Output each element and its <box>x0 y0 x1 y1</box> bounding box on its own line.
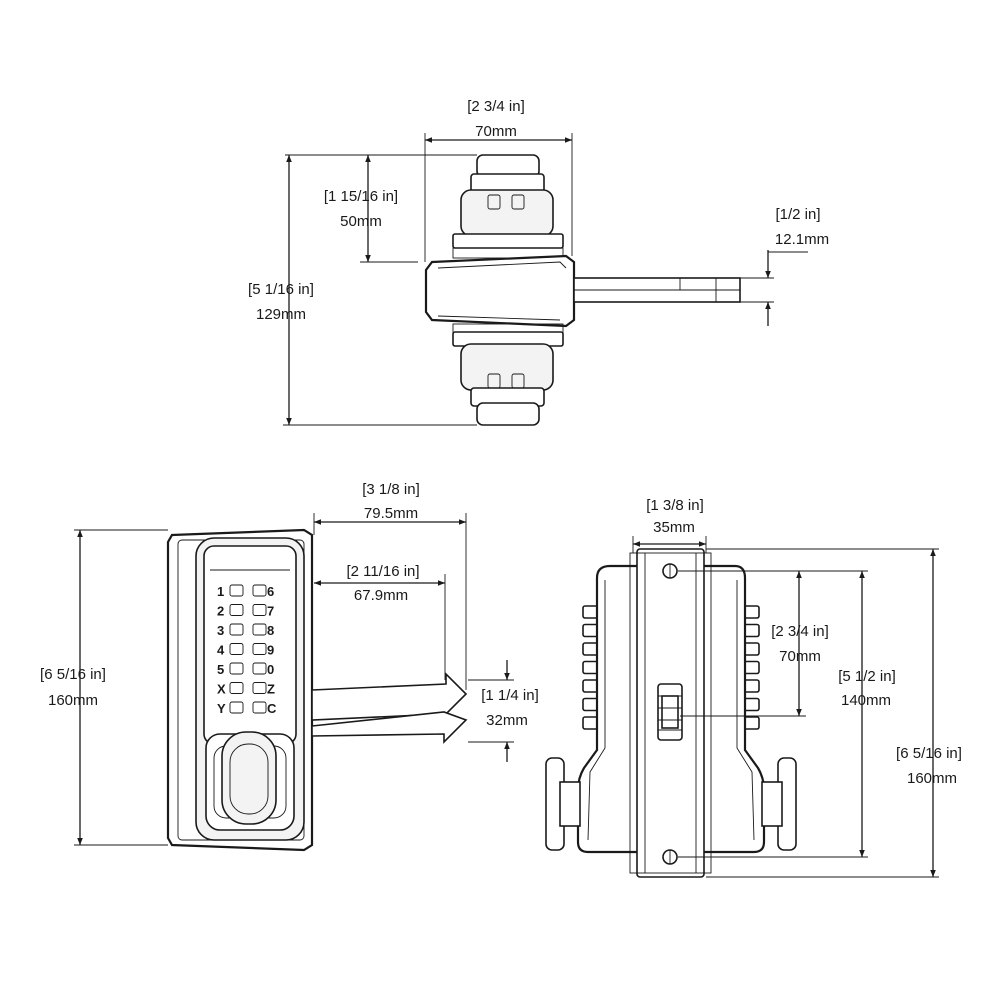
keypad-key-label: 6 <box>267 584 274 599</box>
keypad-key-label: 7 <box>267 604 274 619</box>
side-left-spindle <box>559 781 581 827</box>
side-buttons-right <box>742 605 760 730</box>
keypad-key-button[interactable] <box>229 643 244 655</box>
front-view: 1 2 3 4 5XY 6 7 8 9 0ZC [6 5/16 in] 160mm [3 1/8… <box>40 481 539 852</box>
keypad-key-label: 2 <box>217 604 224 619</box>
keypad-key-button[interactable] <box>252 662 267 675</box>
front-reach-metric: 67.9mm <box>354 587 408 604</box>
keypad-key-button[interactable] <box>252 604 267 616</box>
front-projection-imperial: [3 1/8 in] <box>362 481 420 498</box>
keypad-key-label: 0 <box>267 662 274 677</box>
top-offset-imperial: [1 15/16 in] <box>324 188 398 205</box>
keypad-key-button[interactable] <box>229 623 244 636</box>
front-height-imperial: [6 5/16 in] <box>40 666 106 683</box>
keypad-key-label: 5 <box>217 662 224 677</box>
keypad-key-label: 8 <box>267 623 274 638</box>
front-handle-lower <box>311 711 468 744</box>
bottom-knob-cap <box>476 402 540 426</box>
front-handle-imperial: [1 1/4 in] <box>481 687 539 704</box>
top-chassis <box>424 254 576 328</box>
lower-screw <box>662 849 678 865</box>
side-height-imperial: [6 5/16 in] <box>896 745 962 762</box>
top-bolt-metric: 12.1mm <box>775 231 829 248</box>
keypad-key-label: 3 <box>217 623 224 638</box>
front-height-metric: 160mm <box>48 692 98 709</box>
top-rose <box>452 233 564 249</box>
keypad-key-button[interactable] <box>229 604 244 616</box>
keypad-key-label: 9 <box>267 643 274 658</box>
keypad-key-button[interactable] <box>252 643 267 655</box>
keypad-key-button[interactable] <box>252 623 267 636</box>
top-height-metric: 129mm <box>256 306 306 323</box>
keypad-key-label: 4 <box>217 643 225 658</box>
keypad-key-button[interactable] <box>252 584 267 597</box>
side-backset-metric: 70mm <box>779 648 821 665</box>
keypad-key-label: 1 <box>217 584 224 599</box>
top-view: [2 3/4 in] 70mm [1 15/16 in] 50mm [5 1/1… <box>248 98 829 426</box>
top-width-imperial: [2 3/4 in] <box>467 98 525 115</box>
top-width-metric: 70mm <box>475 123 517 140</box>
keypad-left-column: 1 2 3 4 5XY <box>217 584 244 716</box>
side-screw-imperial: [5 1/2 in] <box>838 668 896 685</box>
top-offset-metric: 50mm <box>340 213 382 230</box>
side-view: [1 3/8 in] 35mm [2 3/4 in] 70mm [5 1/2 i… <box>545 497 962 878</box>
keypad-key-button[interactable] <box>229 584 244 597</box>
front-handle-metric: 32mm <box>486 712 528 729</box>
top-knob-body <box>460 189 554 237</box>
front-reach-imperial: [2 11/16 in] <box>346 563 419 580</box>
keypad-key-label: Y <box>217 701 226 716</box>
side-screw-metric: 140mm <box>841 692 891 709</box>
keypad-key-label: X <box>217 682 226 697</box>
upper-screw <box>662 563 678 579</box>
side-backset-imperial: [2 3/4 in] <box>771 623 829 640</box>
side-plate-metric: 35mm <box>653 519 695 536</box>
top-bolt-imperial: [1/2 in] <box>775 206 820 223</box>
front-handle-upper <box>311 672 468 721</box>
keypad-key-button[interactable] <box>229 701 244 714</box>
front-projection-metric: 79.5mm <box>364 505 418 522</box>
keypad-key-label: C <box>267 701 277 716</box>
keypad-key-label: Z <box>267 682 275 697</box>
front-knob <box>221 731 277 825</box>
keypad-key-button[interactable] <box>229 662 244 675</box>
keypad-key-button[interactable] <box>229 682 244 694</box>
side-plate-imperial: [1 3/8 in] <box>646 497 704 514</box>
bottom-knob-body <box>460 343 554 391</box>
keypad-key-button[interactable] <box>252 701 267 714</box>
keypad-key-button[interactable] <box>252 682 267 694</box>
side-height-metric: 160mm <box>907 770 957 787</box>
latch-gear <box>657 683 683 741</box>
top-height-imperial: [5 1/16 in] <box>248 281 314 298</box>
keypad-right-column: 6 7 8 9 0ZC <box>252 584 277 716</box>
side-right-spindle <box>761 781 783 827</box>
